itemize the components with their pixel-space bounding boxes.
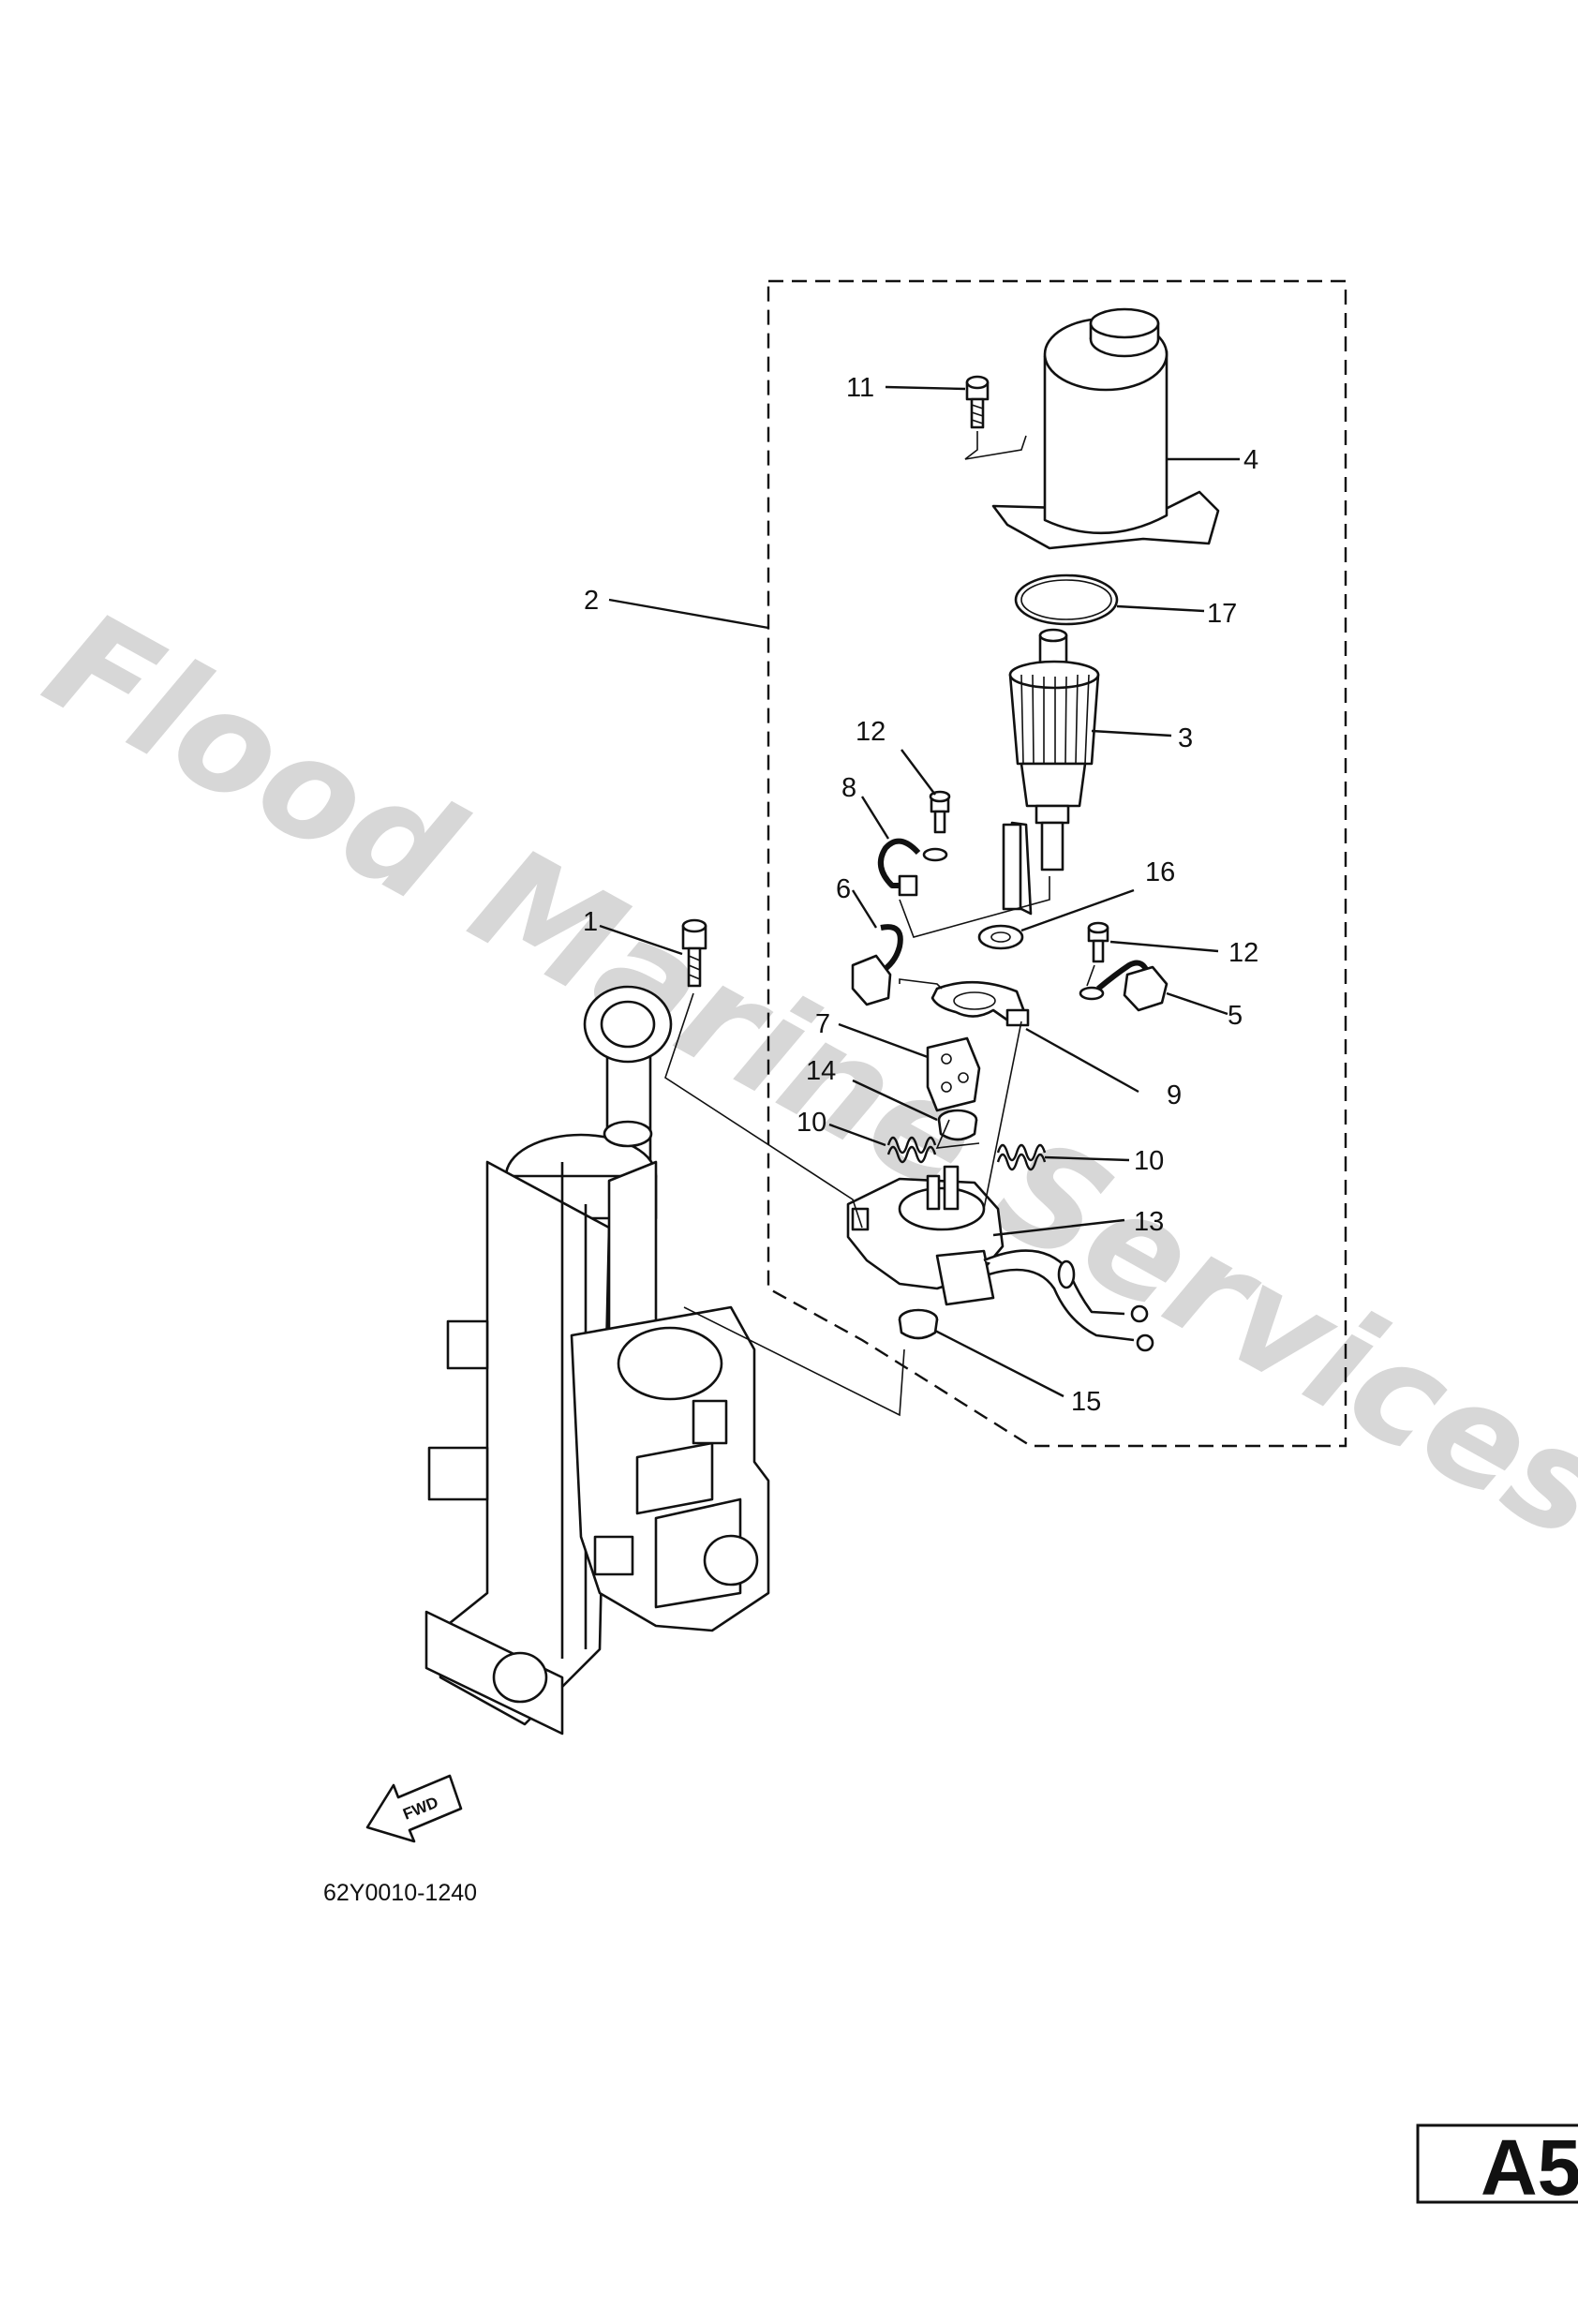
bushing-15: [898, 1308, 939, 1340]
callout-1: 1: [583, 907, 598, 937]
callout-14: 14: [806, 1056, 836, 1086]
callout-17: 17: [1207, 599, 1237, 629]
callout-2: 2: [584, 586, 599, 616]
callout-4: 4: [1243, 445, 1258, 475]
terminal-plate-7: [926, 1036, 981, 1112]
screw-12-upper: [929, 790, 951, 834]
diagram-code: 62Y0010-1240: [323, 1880, 477, 1906]
bushing-14: [937, 1109, 978, 1141]
bolt-1: [681, 918, 707, 988]
fwd-arrow-icon: FWD: [365, 1774, 463, 1843]
screw-12-right: [1087, 921, 1109, 963]
callout-12-upper: 12: [856, 717, 886, 747]
armature: [1002, 628, 1100, 916]
trim-cylinder-assembly: [424, 985, 770, 1736]
brush-6: [851, 924, 903, 1006]
callout-13: 13: [1134, 1207, 1164, 1237]
callout-10-left: 10: [796, 1108, 826, 1138]
motor-housing: [991, 307, 1220, 550]
callout-7: 7: [815, 1009, 830, 1039]
callout-16: 16: [1145, 857, 1175, 887]
callout-3: 3: [1178, 723, 1193, 753]
callout-12-right: 12: [1228, 938, 1258, 968]
callout-15: 15: [1071, 1387, 1101, 1417]
brush-lead-8: [877, 838, 948, 897]
callout-10-right: 10: [1134, 1146, 1164, 1176]
spring-10-right: [996, 1143, 1047, 1171]
callout-6: 6: [836, 874, 851, 904]
callout-8: 8: [841, 773, 856, 803]
page-label: A5: [1481, 2123, 1578, 2212]
screw-11: [965, 375, 990, 429]
brush-holder-13: [846, 1165, 1154, 1352]
callout-11: 11: [846, 373, 874, 403]
callout-9: 9: [1167, 1080, 1182, 1110]
callout-labels: 11 4 17 2 3 12 8 16 6 12 1 5 7 9 14 10 1…: [583, 373, 1258, 1417]
kit-boundary-dashed: [767, 279, 1347, 1448]
watermark-text: Flood Marine Services: [22, 580, 1578, 1572]
brush-plate-9: [930, 980, 1030, 1027]
brush-5: [1079, 960, 1169, 1012]
page-label-box: A5: [1416, 2123, 1578, 2212]
washer-16: [977, 924, 1024, 950]
leader-lines: [599, 385, 1240, 1417]
o-ring: [1014, 574, 1119, 626]
spring-10-left: [886, 1136, 937, 1164]
callout-5: 5: [1228, 1001, 1243, 1031]
